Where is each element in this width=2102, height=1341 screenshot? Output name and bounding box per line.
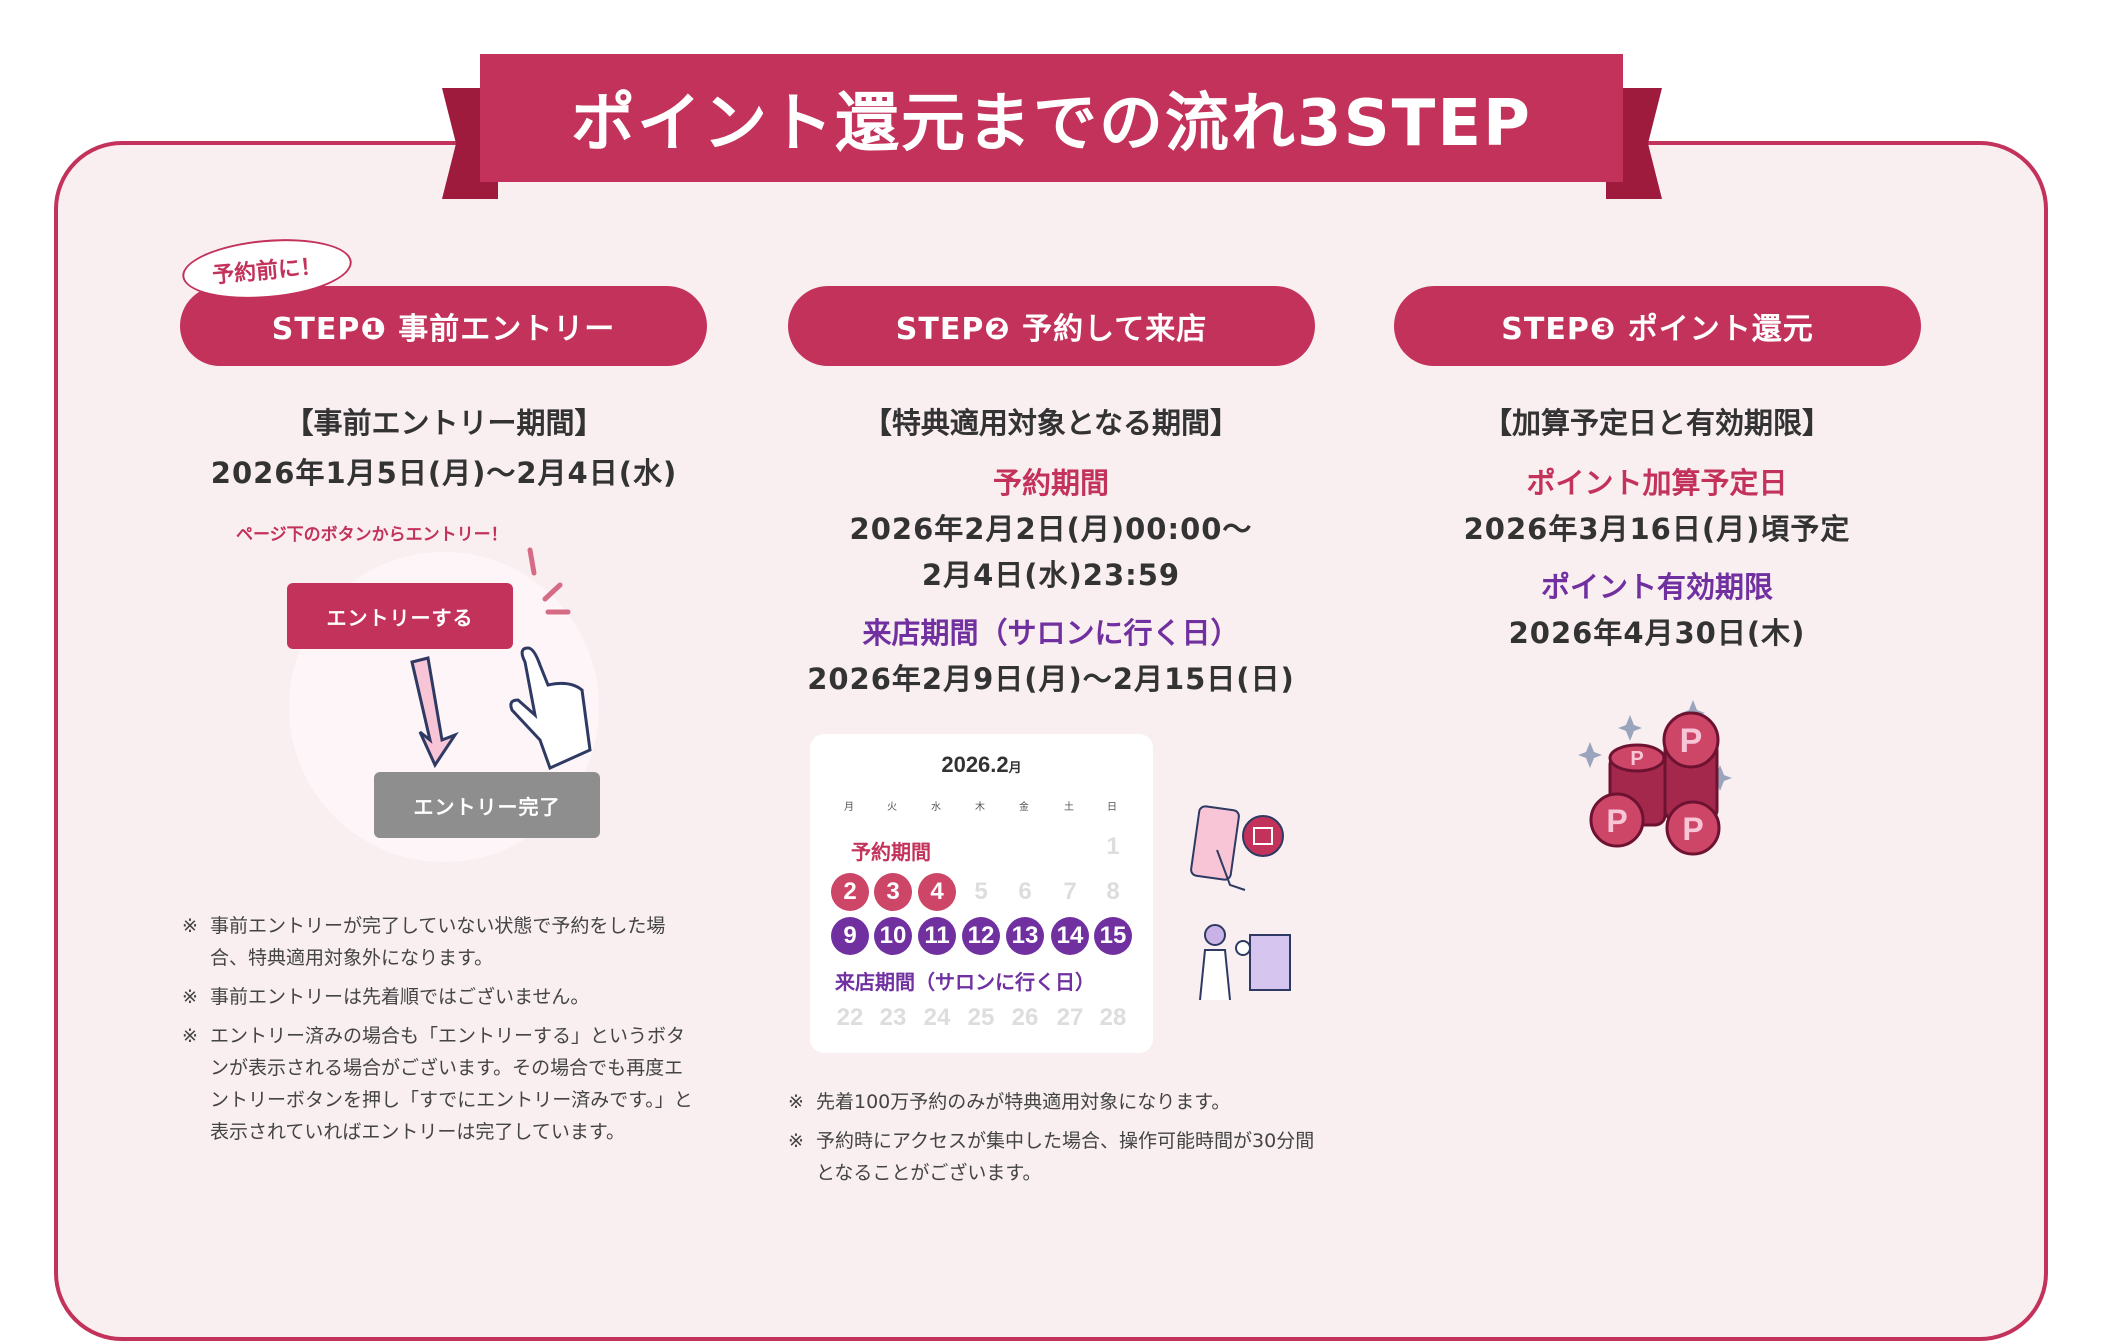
calendar-day: 24 xyxy=(923,1004,951,1031)
note-text: 事前エントリーが完了していない状態で予約をした場合、特典適用対象外になります。 xyxy=(210,915,666,969)
calendar-weekday: 火 xyxy=(887,802,897,813)
note: ※ 事前エントリーが完了していない状態で予約をした場合、特典適用対象外になります。 xyxy=(182,910,702,974)
calendar-weekday: 水 xyxy=(931,802,941,813)
step1-heading: 【事前エントリー期間】 xyxy=(284,406,604,440)
sparkle-icon xyxy=(527,547,571,615)
calendar-day: 22 xyxy=(836,1004,864,1031)
calendar-month-suffix: 月 xyxy=(1008,760,1022,775)
calendar-day: 15 xyxy=(1094,917,1132,955)
visit-label: 来店期間（サロンに行く日） xyxy=(862,616,1240,650)
calendar-weekday: 月 xyxy=(844,802,854,813)
calendar-day: 25 xyxy=(967,1004,995,1031)
calendar-weekday: 木 xyxy=(975,802,985,813)
note-mark: ※ xyxy=(182,915,198,937)
calendar-day: 23 xyxy=(879,1004,907,1031)
note-text: 事前エントリーは先着順ではございません。 xyxy=(210,986,590,1008)
step1-info: 【事前エントリー期間】 2026年1月5日(月)～2月4日(水) xyxy=(144,400,744,492)
entry-button[interactable]: エントリーする xyxy=(287,583,513,649)
note: ※ 予約時にアクセスが集中した場合、操作可能時間が30分間となることがございます。 xyxy=(788,1125,1328,1189)
expire-label: ポイント有効期限 xyxy=(1540,570,1773,604)
step2-pill: STEP❷ 予約して来店 xyxy=(788,286,1315,366)
note-text: 先着100万予約のみが特典適用対象になります。 xyxy=(816,1091,1231,1113)
step3-info: 【加算予定日と有効期限】 ポイント加算予定日 2026年3月16日(月)頃予定 … xyxy=(1357,400,1957,656)
calendar-day: 3 xyxy=(874,873,912,911)
note-mark: ※ xyxy=(788,1130,804,1152)
calendar-day: 27 xyxy=(1056,1004,1084,1031)
calendar-day: 9 xyxy=(831,917,869,955)
step3-heading: 【加算予定日と有効期限】 xyxy=(1482,406,1831,440)
calendar-day: 10 xyxy=(874,917,912,955)
calendar-day: 14 xyxy=(1051,917,1089,955)
coin-letter: P xyxy=(1680,722,1703,760)
note: ※ 先着100万予約のみが特典適用対象になります。 xyxy=(788,1086,1328,1118)
step2-heading: 【特典適用対象となる期間】 xyxy=(862,406,1240,440)
calendar-day: 12 xyxy=(962,917,1000,955)
points-coins-icon: P P P P xyxy=(1578,700,1732,856)
calendar-reserve-label: 予約期間 xyxy=(851,840,931,864)
step2-notes: ※ 先着100万予約のみが特典適用対象になります。 ※ 予約時にアクセスが集中した場… xyxy=(788,1086,1328,1196)
step3-pill: STEP❸ ポイント還元 xyxy=(1394,286,1921,366)
calendar-day: 6 xyxy=(1018,878,1032,905)
step1-notes: ※ 事前エントリーが完了していない状態で予約をした場合、特典適用対象外になります。… xyxy=(182,910,702,1155)
coin-letter: P xyxy=(1630,748,1643,770)
step1-pill: STEP❶ 事前エントリー xyxy=(180,286,707,366)
coin-letter: P xyxy=(1682,811,1703,847)
calendar-weekday: 土 xyxy=(1064,802,1074,813)
note-text: 予約時にアクセスが集中した場合、操作可能時間が30分間となることがございます。 xyxy=(816,1130,1315,1184)
add-date-label: ポイント加算予定日 xyxy=(1526,466,1788,500)
calendar-day: 4 xyxy=(918,873,956,911)
note-mark: ※ xyxy=(182,986,198,1008)
hand-pointer-icon xyxy=(410,646,592,771)
reserve-label: 予約期間 xyxy=(992,466,1109,500)
note-text: エントリー済みの場合も「エントリーする」というボタンが表示される場合がございます… xyxy=(210,1025,693,1143)
note-mark: ※ xyxy=(788,1091,804,1113)
note: ※ 事前エントリーは先着順ではございません。 xyxy=(182,981,702,1013)
calendar-visit-label: 来店期間（サロンに行く日） xyxy=(835,970,1095,994)
reserve-period-end: 2月4日(水)23:59 xyxy=(921,558,1181,592)
reserve-period-start: 2026年2月2日(月)00:00～ xyxy=(849,512,1253,546)
calendar-day: 5 xyxy=(974,878,988,905)
calendar-day: 28 xyxy=(1099,1004,1127,1031)
calendar-title: 2026.2月 xyxy=(810,752,1153,778)
calendar-weekday: 金 xyxy=(1019,802,1029,813)
calendar-weekday: 日 xyxy=(1107,802,1117,813)
calendar-day: 13 xyxy=(1006,917,1044,955)
step1-hint: ページ下のボタンからエントリー！ xyxy=(236,525,508,545)
step2-info: 【特典適用対象となる期間】 予約期間 2026年2月2日(月)00:00～ 2月… xyxy=(751,400,1351,702)
add-date: 2026年3月16日(月)頃予定 xyxy=(1463,512,1851,546)
calendar-day: 2 xyxy=(831,873,869,911)
calendar-day: 8 xyxy=(1106,878,1120,905)
calendar-year-month: 2026.2 xyxy=(941,752,1009,777)
step1-period: 2026年1月5日(月)～2月4日(水) xyxy=(210,456,678,490)
note: ※ エントリー済みの場合も「エントリーする」というボタンが表示される場合がございま… xyxy=(182,1020,702,1148)
calendar-day: 7 xyxy=(1063,878,1077,905)
calendar-day: 1 xyxy=(1106,833,1120,860)
calendar-day: 11 xyxy=(918,917,956,955)
visit-period: 2026年2月9日(月)～2月15日(日) xyxy=(807,662,1295,696)
calendar-day: 26 xyxy=(1011,1004,1039,1031)
note-mark: ※ xyxy=(182,1025,198,1047)
entry-complete-button: エントリー完了 xyxy=(374,772,600,838)
expire-date: 2026年4月30日(木) xyxy=(1508,616,1806,650)
page-title: ポイント還元までの流れ3STEP xyxy=(480,54,1623,182)
coin-letter: P xyxy=(1606,803,1627,839)
phone-reservation-illustration xyxy=(1190,805,1291,1001)
